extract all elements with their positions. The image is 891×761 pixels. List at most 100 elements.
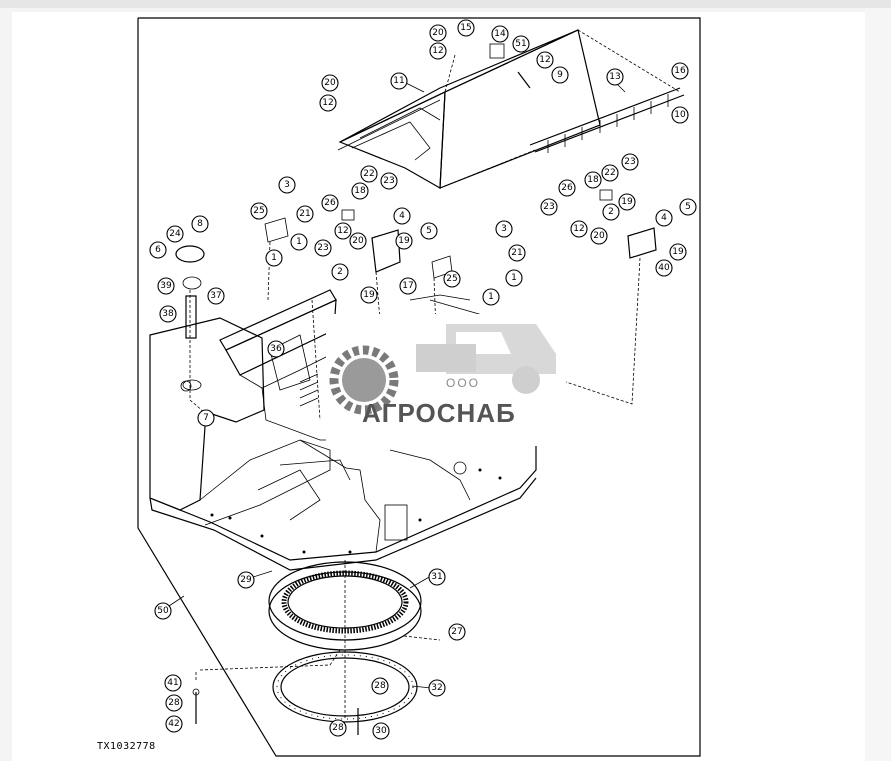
callout-circle [395,232,413,250]
callout-23: 23 [314,239,332,257]
callout-4: 4 [393,207,411,225]
callout-circle [360,286,378,304]
callout-label: 20 [432,28,444,38]
callout-19: 19 [360,286,378,304]
callout-circle [237,571,255,589]
callout-14: 14 [491,25,509,43]
callout-circle [457,19,475,37]
callout-label: 28 [374,681,386,691]
callout-label: 3 [284,180,290,190]
callout-circle [655,209,673,227]
tray-assembly [337,29,685,190]
callout-label: 11 [393,76,404,86]
callout-label: 50 [157,606,169,616]
callout-39: 39 [157,277,175,295]
callout-label: 2 [608,207,614,217]
viewer-scrollbar[interactable] [865,8,891,761]
callout-circle [558,179,576,197]
callout-label: 30 [375,726,387,736]
callout-label: 31 [431,572,442,582]
callout-circle [165,694,183,712]
callout-circle [159,305,177,323]
callout-label: 17 [402,281,413,291]
callout-circle [584,171,602,189]
callout-circle [165,715,183,733]
callout-circle [508,244,526,262]
callout-circle [390,72,408,90]
callout-label: 23 [317,243,328,253]
callout-circle [164,674,182,692]
callout-22: 22 [601,164,619,182]
callout-circle [618,193,636,211]
callout-29: 29 [237,571,255,589]
callout-circle [290,233,308,251]
callout-6: 6 [149,241,167,259]
callout-label: 18 [587,175,599,185]
callout-label: 25 [446,274,457,284]
callout-label: 10 [674,110,686,120]
callout-label: 18 [354,186,366,196]
callout-circle [540,198,558,216]
callout-20: 20 [429,24,447,42]
callout-circle [428,679,446,697]
callout-1: 1 [482,288,500,306]
callout-label: 1 [271,253,277,263]
callout-circle [372,722,390,740]
callout-20: 20 [321,74,339,92]
callout-label: 12 [432,46,443,56]
callout-26: 26 [321,194,339,212]
callout-label: 28 [168,698,180,708]
callout-20: 20 [590,227,608,245]
callout-circle [443,270,461,288]
callout-circle [399,277,417,295]
callout-40: 40 [655,259,673,277]
callout-51: 51 [512,35,530,53]
callout-label: 12 [337,226,348,236]
callout-label: 1 [488,292,494,302]
callout-19: 19 [618,193,636,211]
callout-label: 27 [451,627,462,637]
callout-circle [495,220,513,238]
callout-10: 10 [671,106,689,124]
callout-37: 37 [207,287,225,305]
callout-circle [166,225,184,243]
watermark-company-name: АГРОСНАБ [362,398,516,428]
callout-12: 12 [429,42,447,60]
callout-label: 4 [399,211,405,221]
drawing-number: TX1032778 [97,741,156,752]
callout-13: 13 [606,68,624,86]
callout-label: 19 [672,247,684,257]
callout-3: 3 [278,176,296,194]
callout-31: 31 [428,568,446,586]
callout-circle [380,172,398,190]
callout-1: 1 [290,233,308,251]
callout-label: 19 [398,236,410,246]
callout-1: 1 [265,249,283,267]
callout-label: 26 [324,198,336,208]
callout-circle [429,24,447,42]
callout-circle [429,42,447,60]
callout-label: 22 [604,168,615,178]
callout-circle [321,194,339,212]
callout-circle [157,277,175,295]
callout-circle [512,35,530,53]
callout-26: 26 [558,179,576,197]
callout-2: 2 [602,203,620,221]
callout-label: 28 [332,723,344,733]
callout-label: 42 [168,719,179,729]
callout-20: 20 [349,232,367,250]
callout-23: 23 [540,198,558,216]
callout-circle [679,198,697,216]
callout-circle [319,94,337,112]
callout-7: 7 [197,409,215,427]
callout-25: 25 [250,202,268,220]
callout-label: 2 [337,267,343,277]
callout-circle [314,239,332,257]
callout-label: 20 [593,231,605,241]
callout-18: 18 [351,182,369,200]
callout-circle [154,602,172,620]
callout-circle [329,719,347,737]
callout-label: 12 [573,224,584,234]
